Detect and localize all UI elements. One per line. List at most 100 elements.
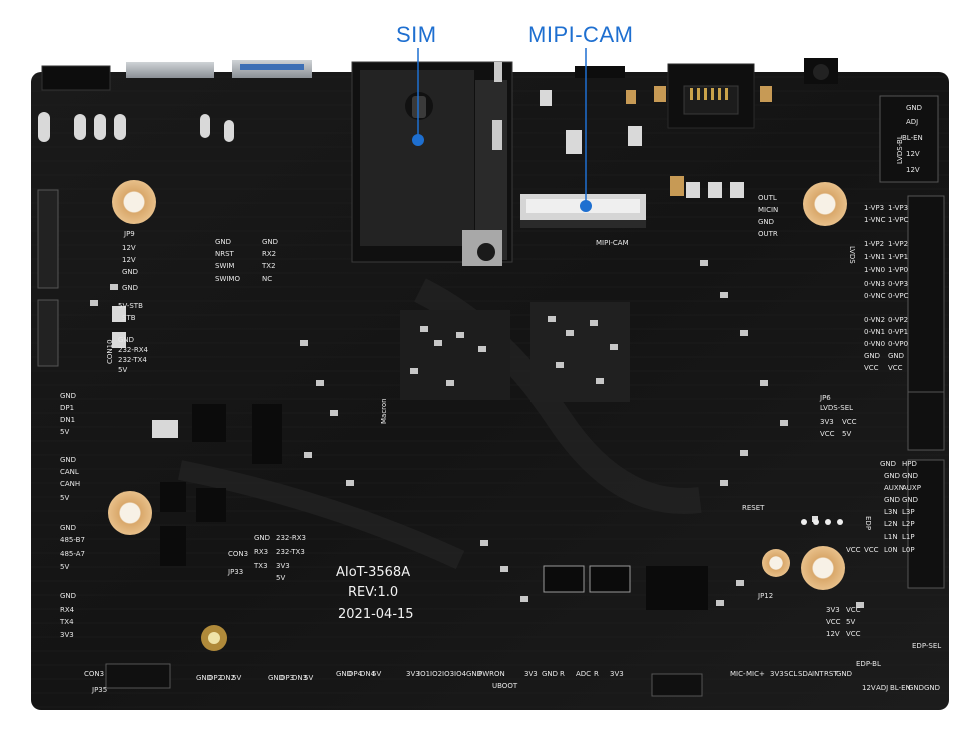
svg-text:VCC: VCC [842, 418, 857, 426]
svg-text:232-RX4: 232-RX4 [118, 346, 149, 354]
svg-text:SWIMO: SWIMO [215, 275, 240, 283]
svg-text:0-VP0: 0-VP0 [888, 340, 908, 348]
svg-text:3V3: 3V3 [276, 562, 290, 570]
svg-text:DN3: DN3 [292, 674, 307, 682]
callout-markers [412, 48, 592, 212]
svg-text:5V: 5V [60, 494, 69, 502]
smd-components [112, 86, 843, 610]
silk-bottom-pins-c: GND DP4 DN4 5V [336, 670, 381, 678]
silk-dp-pins: GND DP1 DN1 5V [60, 392, 76, 436]
silk-rs232-pins: GND RX3 232-RX3 TX3 232-TX3 3V3 5V [253, 534, 306, 582]
silk-edp-sel: EDP-SEL [912, 642, 941, 650]
svg-text:L2P: L2P [902, 520, 915, 528]
svg-text:GND: GND [758, 218, 774, 226]
svg-text:VCC: VCC [864, 364, 879, 372]
svg-text:5V: 5V [304, 674, 313, 682]
svg-text:TX3: TX3 [253, 562, 268, 570]
sim-callout-label: SIM [396, 22, 437, 47]
svg-text:5V: 5V [372, 670, 381, 678]
svg-text:VCC: VCC [846, 630, 861, 638]
silk-model: AIoT-3568A [336, 565, 410, 580]
svg-text:RST: RST [824, 670, 838, 678]
silk-can-pins: GND CANL CANH 5V [60, 456, 80, 502]
svg-text:5V: 5V [60, 428, 69, 436]
svg-text:DN1: DN1 [60, 416, 75, 424]
svg-text:GND: GND [908, 684, 924, 692]
svg-text:0-VP3: 0-VP3 [888, 280, 908, 288]
svg-text:GND: GND [884, 472, 900, 480]
svg-text:3V3: 3V3 [820, 418, 834, 426]
svg-text:0-VN3: 0-VN3 [864, 280, 885, 288]
mounting-holes [108, 180, 847, 651]
pin-headers [37, 95, 945, 697]
svg-text:MIC+: MIC+ [746, 670, 765, 678]
svg-text:GND: GND [864, 352, 880, 360]
svg-text:GND: GND [902, 496, 918, 504]
svg-text:GND: GND [880, 460, 896, 468]
svg-text:DN2: DN2 [220, 674, 235, 682]
svg-text:5V: 5V [842, 430, 851, 438]
silk-edp-right-pins: HPD GND AUXP GND L3P L2P L1P L0P VCC [864, 460, 921, 554]
silkscreen-text: MIPI-CAM AIoT-3568A REV:1.0 2021-04-15 J… [59, 104, 941, 694]
silk-con-uart: GND 232-RX4 232-TX4 5V CON10 [106, 336, 149, 374]
silk-bottom-pins-f: MIC- MIC+ [730, 670, 765, 678]
svg-text:GND: GND [836, 670, 852, 678]
svg-text:GND: GND [466, 670, 482, 678]
svg-text:3V3: 3V3 [610, 670, 624, 678]
silk-mipi-cam: MIPI-CAM [596, 239, 629, 247]
svg-text:DP1: DP1 [60, 404, 74, 412]
svg-text:SWIM: SWIM [215, 262, 234, 270]
svg-text:3V3: 3V3 [60, 631, 74, 639]
svg-text:RX4: RX4 [60, 606, 75, 614]
silk-reset: RESET [742, 504, 765, 512]
top-left-pads [38, 112, 234, 142]
svg-text:GND: GND [888, 352, 904, 360]
svg-text:1-VP2: 1-VP2 [864, 240, 884, 248]
svg-text:1-VNC: 1-VNC [864, 216, 886, 224]
svg-text:OUTL: OUTL [758, 194, 777, 202]
svg-text:UBOOT: UBOOT [492, 682, 518, 690]
silk-jp9: JP9 [123, 230, 135, 238]
svg-text:R: R [594, 670, 599, 678]
silk-edp: EDP [864, 516, 872, 530]
svg-text:ADC: ADC [576, 670, 591, 678]
svg-text:CANL: CANL [60, 468, 79, 476]
silk-con-rs232: CON3 [228, 550, 248, 558]
silk-jp9-pins: 12V 12V GND GND 5V-STB STB [118, 244, 143, 322]
silk-edp-sel-pins: 3V3 VCC VCC 5V 12V VCC [826, 606, 861, 638]
svg-text:TX4: TX4 [59, 618, 74, 626]
silk-swd-pins: GND NRST SWIM SWIMO [215, 238, 240, 283]
svg-text:5V: 5V [846, 618, 855, 626]
silk-bottom-pins-e: 3V3 GND R ADC R 3V3 [524, 670, 624, 678]
svg-text:L0N: L0N [884, 546, 898, 554]
svg-text:GND: GND [60, 392, 76, 400]
svg-text:GND: GND [254, 534, 270, 542]
svg-text:NRST: NRST [215, 250, 235, 258]
svg-text:5V: 5V [232, 674, 241, 682]
svg-text:AUXN: AUXN [884, 484, 904, 492]
svg-text:NC: NC [262, 275, 272, 283]
svg-text:DN4: DN4 [360, 670, 376, 678]
svg-text:IO2: IO2 [430, 670, 442, 678]
svg-text:1-VP2: 1-VP2 [888, 240, 908, 248]
silk-lvds-top-pins: GND ADJ BL-EN 12V 12V LVDS-BL [896, 104, 923, 174]
svg-text:1-VP3: 1-VP3 [888, 204, 908, 212]
silk-bottom-pins-b: GND DP3 DN3 5V [268, 674, 313, 682]
silk-jp35: JP35 [91, 686, 107, 694]
silk-ttl-pins: GND RX4 TX4 3V3 [59, 592, 76, 639]
silk-revision: REV:1.0 [348, 585, 398, 600]
component-field [90, 260, 864, 608]
silk-lvds: LVDS [848, 246, 856, 264]
silk-uart-pins: GND RX2 TX2 NC [261, 238, 278, 283]
svg-text:0-VP1: 0-VP1 [888, 328, 908, 336]
silk-macron: Macron [380, 398, 388, 424]
svg-text:12V: 12V [122, 256, 136, 264]
silk-edp-left-pins: GND GND AUXN GND L3N L2N L1N L0N VCC [846, 460, 904, 554]
svg-text:3V3: 3V3 [770, 670, 784, 678]
svg-text:VCC: VCC [826, 618, 841, 626]
svg-text:VCC: VCC [888, 364, 903, 372]
silk-bottom-pins-d: 3V3 IO1 IO2 IO3 IO4 GND PWRON UBOOT [406, 670, 518, 690]
svg-text:L3P: L3P [902, 508, 915, 516]
svg-text:MIC-: MIC- [730, 670, 746, 678]
silk-lvds-sel: LVDS-SEL [820, 404, 853, 412]
